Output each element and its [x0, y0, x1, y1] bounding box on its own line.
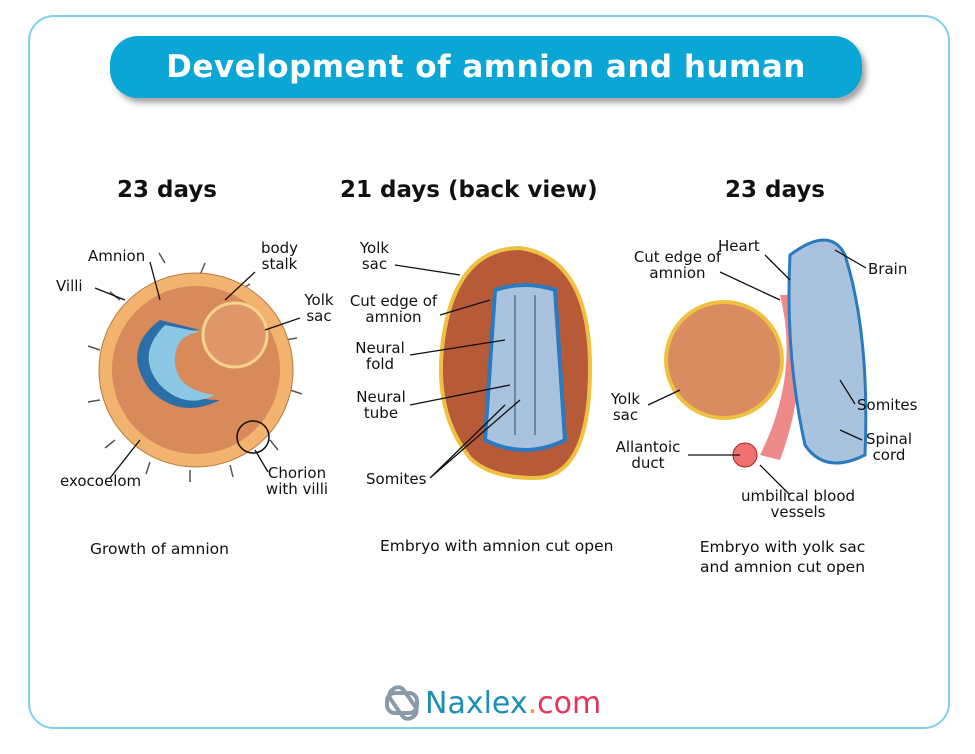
label-exocoelom: exocoelom — [60, 472, 142, 490]
caption-growth-of-amnion: Growth of amnion — [90, 540, 229, 558]
logo-dot: . — [527, 685, 538, 721]
label-umbilical-vessels: umbilical blood vessels — [740, 487, 856, 521]
page-frame — [28, 15, 950, 729]
label-villi: Villi — [56, 277, 83, 295]
label-spinal-cord: Spinal cord — [865, 430, 913, 464]
label-cut-edge-3: Cut edge of amnion — [633, 248, 722, 282]
label-neural-fold: Neural fold — [355, 339, 405, 373]
label-yolk-sac-1: Yolk sac — [304, 291, 334, 325]
panel3-heading: 23 days — [725, 177, 825, 203]
embryo-yolk-sac-illustration — [664, 238, 868, 468]
label-somites-3: Somites — [857, 396, 918, 414]
label-body-stalk: body stalk — [260, 239, 299, 273]
label-allantoic-duct: Allantoic duct — [615, 438, 681, 472]
caption-embryo-amnion-cut: Embryo with amnion cut open — [380, 537, 614, 555]
label-neural-tube: Neural tube — [356, 388, 406, 422]
panel2-heading: 21 days (back view) — [340, 177, 598, 203]
label-leader-lines — [94, 249, 867, 496]
panel1-heading: 23 days — [117, 177, 217, 203]
label-somites-2: Somites — [366, 470, 427, 488]
title-banner: Development of amnion and human embryo — [110, 36, 862, 147]
label-cut-edge-2: Cut edge of amnion — [349, 292, 438, 326]
growth-of-amnion-illustration — [87, 252, 303, 482]
label-yolk-sac-3: Yolk sac — [610, 390, 641, 424]
logo-tld: com — [537, 685, 602, 721]
naxlex-logo: Naxlex.com — [383, 683, 601, 723]
caption-embryo-yolk-sac: Embryo with yolk sac and amnion cut open — [699, 538, 866, 576]
label-amnion: Amnion — [88, 247, 146, 265]
label-brain: Brain — [868, 260, 908, 278]
logo-name: Naxlex — [425, 685, 528, 721]
label-chorion: Chorion with villi — [265, 464, 329, 498]
label-heart: Heart — [718, 237, 760, 255]
embryo-back-view-illustration — [438, 245, 593, 481]
label-yolk-sac-2: Yolk sac — [359, 239, 390, 273]
naxlex-logo-icon — [385, 685, 419, 721]
